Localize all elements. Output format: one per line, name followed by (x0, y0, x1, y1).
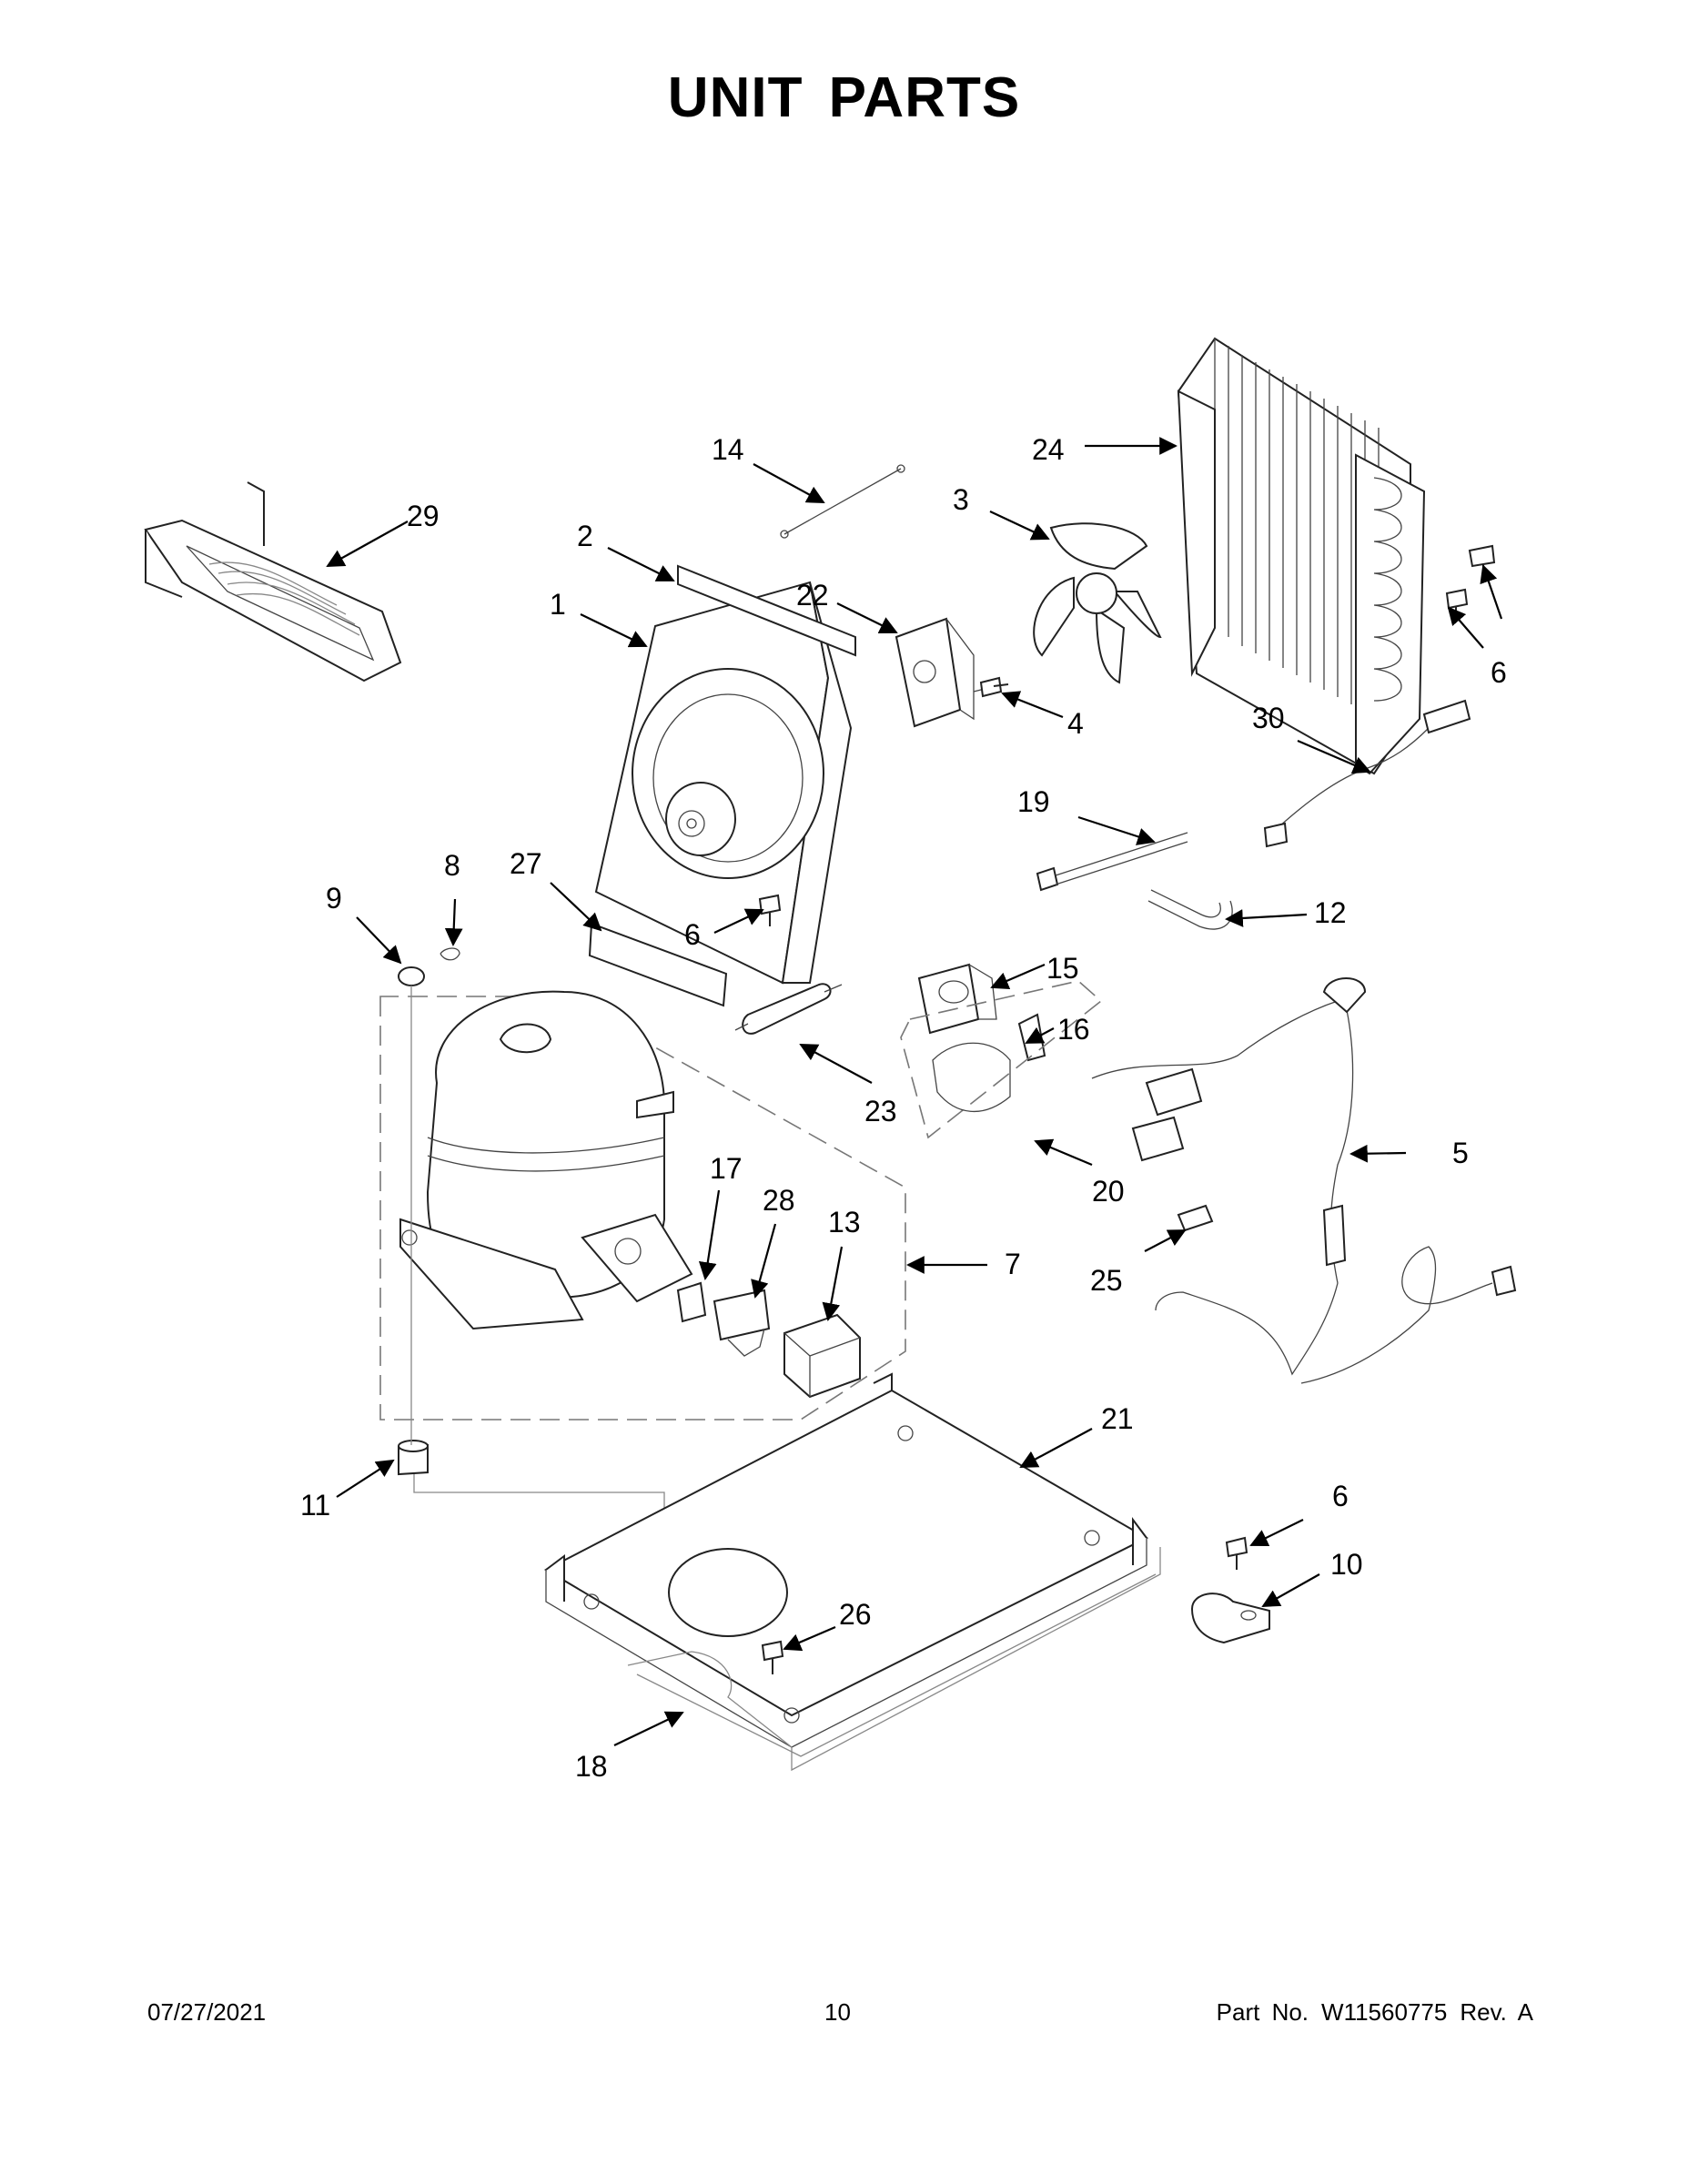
callout-6-condenser: 6 (1491, 656, 1507, 689)
screw-26-part (761, 1640, 784, 1674)
insulation-plate-part (588, 922, 728, 1007)
clamp-10-part (1190, 1592, 1270, 1644)
fan-blade-part (1033, 522, 1162, 684)
screw-6-bottom-part (1225, 1536, 1248, 1570)
clip-25-part (1177, 1204, 1214, 1232)
callout-14: 14 (712, 433, 744, 466)
bracket-16-part (1017, 1013, 1046, 1062)
screw-4-part (979, 676, 1009, 698)
footer-part-prefix: Part No. (1216, 1998, 1309, 2026)
callout-24: 24 (1032, 433, 1065, 466)
callout-27: 27 (510, 847, 542, 880)
callout-1: 1 (550, 588, 566, 621)
callout-21: 21 (1101, 1402, 1134, 1435)
start-relay-part (713, 1289, 771, 1357)
drain-pan-part (144, 481, 402, 682)
main-harness-part (1091, 977, 1517, 1384)
callout-11: 11 (300, 1489, 330, 1522)
callout-15: 15 (1046, 952, 1079, 985)
callout-2: 2 (577, 520, 593, 552)
page-title: UNIT PARTS (667, 66, 1021, 129)
relay-bracket-assembly (900, 980, 1103, 1139)
callout-6-shroud: 6 (684, 918, 701, 951)
callout-3: 3 (953, 483, 969, 516)
footer-part-value: W11560775 (1321, 1998, 1448, 2026)
tube-12-part (1147, 889, 1233, 930)
callout-6-bottom: 6 (1332, 1480, 1349, 1512)
footer-revision: Rev. A (1460, 1998, 1533, 2026)
footer-date: 07/27/2021 (147, 1998, 267, 2026)
callout-12: 12 (1314, 896, 1347, 929)
callout-30: 30 (1252, 702, 1285, 734)
callout-13: 13 (828, 1206, 861, 1239)
wire-tie-part (780, 464, 905, 539)
callout-4: 4 (1067, 707, 1084, 740)
callout-29: 29 (407, 500, 440, 532)
compressor-assembly (379, 990, 906, 1421)
overload-part (676, 1281, 707, 1323)
callout-18: 18 (575, 1750, 608, 1783)
fan-motor-part (895, 617, 993, 728)
screw-6-condenser-part (1445, 544, 1496, 617)
callout-25: 25 (1090, 1264, 1123, 1297)
callout-5: 5 (1452, 1137, 1469, 1169)
callout-20: 20 (1092, 1175, 1125, 1208)
gasket-strip-part (677, 564, 856, 657)
cable-tie-part (1036, 832, 1188, 892)
callout-26: 26 (839, 1598, 872, 1631)
callout-17: 17 (710, 1152, 743, 1185)
fan-shroud-part (594, 581, 853, 985)
clip-8-part (440, 947, 460, 961)
condenser-part (1177, 337, 1426, 775)
callout-7: 7 (1005, 1248, 1021, 1280)
callout-28: 28 (763, 1184, 795, 1217)
callout-22: 22 (796, 579, 829, 612)
footer-part-number: Part No. W11560775 Rev. A (1217, 1998, 1533, 2027)
base-gasket-part (627, 1651, 793, 1748)
callout-19: 19 (1017, 785, 1050, 818)
washer-9-part (398, 966, 425, 986)
footer-page-number: 10 (824, 1998, 851, 2026)
callout-16: 16 (1057, 1013, 1090, 1046)
base-pan-part (543, 1372, 1161, 1772)
relay-part (917, 963, 997, 1035)
callout-8: 8 (444, 849, 460, 882)
grommet-11-part (398, 1440, 429, 1476)
callout-23: 23 (864, 1095, 897, 1127)
capacitor-part (783, 1313, 861, 1399)
callout-9: 9 (326, 882, 342, 915)
filter-drier-part (734, 983, 843, 1035)
callout-10: 10 (1330, 1548, 1363, 1581)
